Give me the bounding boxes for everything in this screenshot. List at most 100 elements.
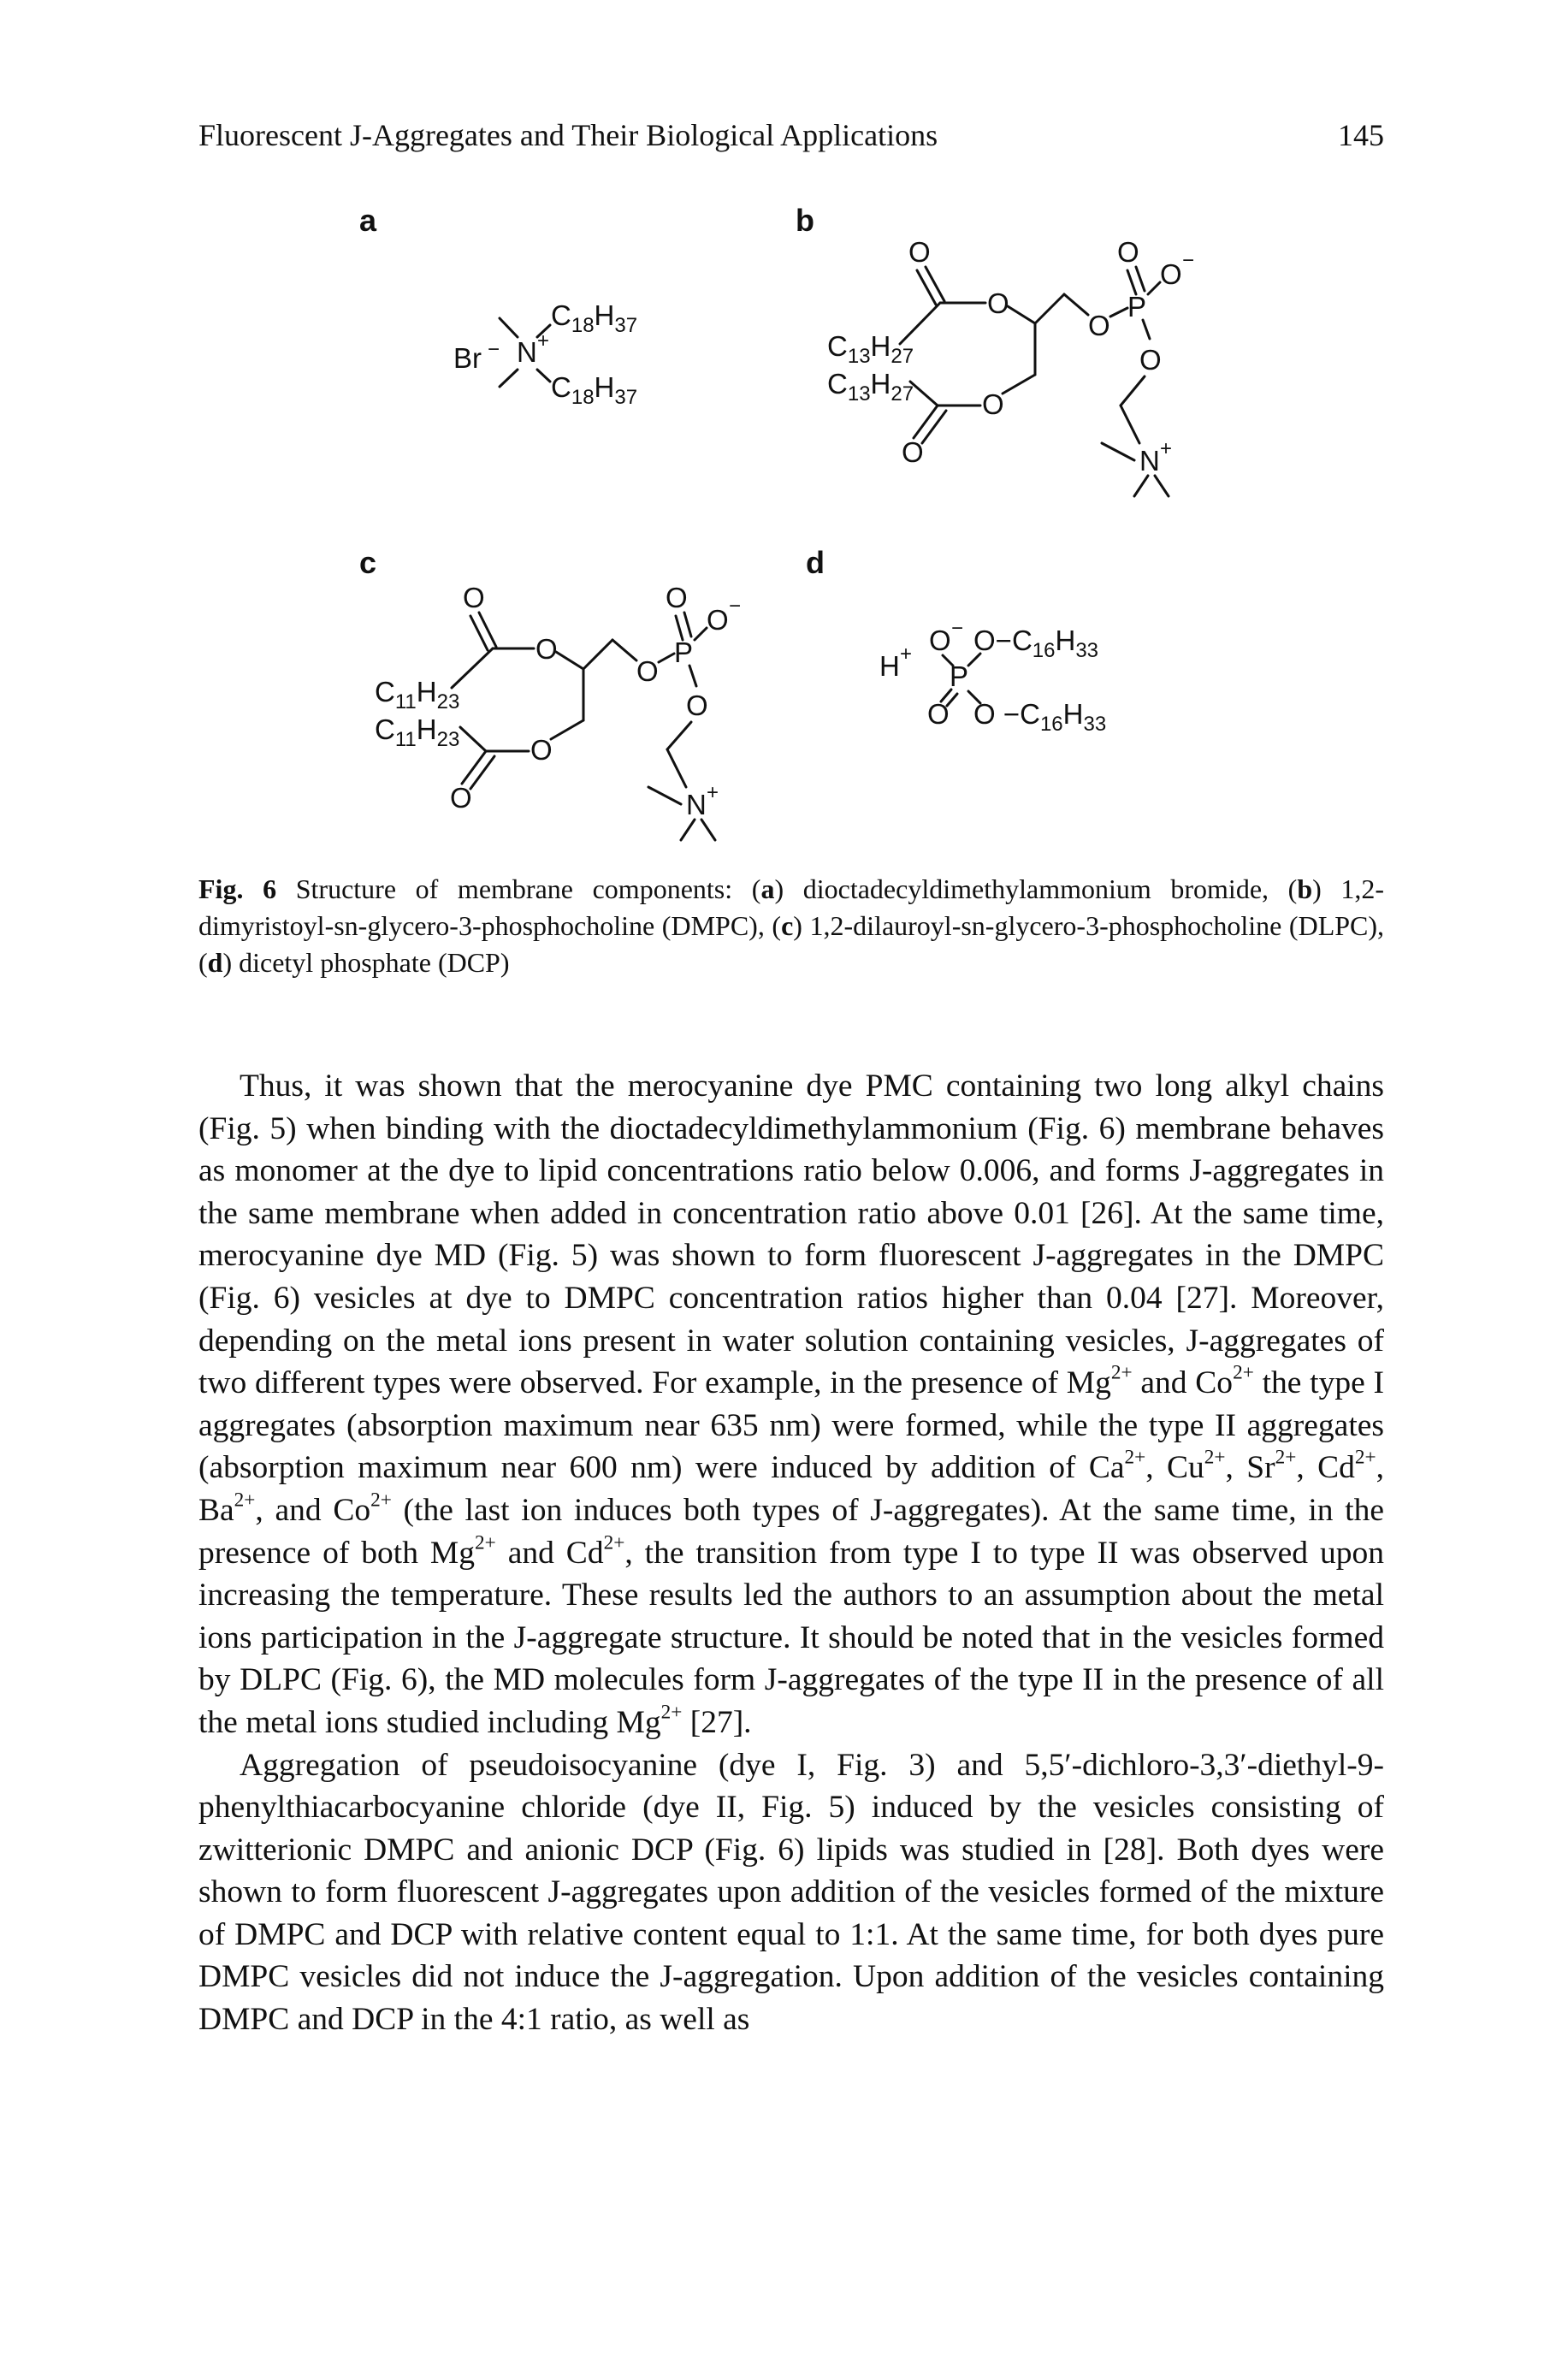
bond	[939, 688, 953, 703]
panel-label-d: d	[806, 545, 825, 580]
charge-plus: +	[1160, 437, 1172, 460]
chain-top-c: C11H23	[375, 676, 459, 713]
bond	[679, 818, 696, 842]
bond	[1109, 306, 1129, 318]
figure-6-structures: a Br − N + C18H37 C18H37 b O O C13H27 O …	[359, 203, 1194, 842]
caption-label: Fig. 6	[198, 873, 277, 904]
bond	[498, 368, 519, 388]
atom-o: O	[463, 582, 485, 613]
hydrogen-charge: +	[900, 642, 912, 666]
bond	[967, 652, 982, 667]
atom-o: O	[1139, 344, 1162, 376]
caption-key: d	[207, 947, 223, 978]
bond	[666, 748, 688, 789]
bond	[898, 301, 942, 346]
paragraph: Aggregation of pseudoisocyanine (dye I, …	[198, 1747, 1384, 2038]
caption-item: dioctadecyldimethylammonium bromide,	[802, 873, 1269, 904]
ammonium-charge: +	[537, 329, 549, 352]
bond	[945, 692, 959, 707]
structure-d-dcp: H + O − P O O−C16H33 O −C16H33	[879, 617, 1106, 736]
bond	[1001, 373, 1037, 395]
charge-minus: −	[729, 595, 741, 618]
page-number: 145	[1338, 118, 1384, 152]
chain-bottom-a: C18H37	[551, 371, 637, 409]
atom-o: O	[927, 698, 950, 730]
bond	[683, 611, 693, 638]
caption-key: c	[781, 910, 794, 941]
bond	[647, 785, 683, 806]
caption-key: b	[1297, 873, 1313, 904]
bond	[1146, 281, 1162, 296]
atom-p: P	[674, 636, 693, 668]
chain-top-b: C13H27	[827, 330, 914, 368]
bond	[1100, 441, 1136, 462]
charge-minus: −	[951, 617, 963, 640]
bond	[967, 690, 982, 705]
atom-o: O	[929, 625, 951, 656]
atom-o: O	[535, 633, 558, 665]
bond	[912, 404, 939, 440]
bond	[477, 611, 498, 648]
charge-plus: +	[707, 781, 719, 804]
bond	[535, 368, 552, 383]
atom-o: O	[686, 690, 708, 721]
chain-bottom-d: O −C16H33	[973, 698, 1106, 736]
atom-o: O	[1117, 236, 1139, 268]
bond	[657, 652, 676, 664]
chain-bottom-b: C13H27	[827, 368, 914, 406]
panel-label-c: c	[359, 545, 376, 580]
bond	[920, 409, 948, 445]
atom-o: O	[902, 436, 924, 468]
figure-6: a Br − N + C18H37 C18H37 b O O C13H27 O …	[198, 188, 1384, 855]
bromide-ion: Br	[453, 342, 482, 374]
bond	[1133, 474, 1150, 498]
panel-label-a: a	[359, 203, 377, 238]
running-title: Fluorescent J-Aggregates and Their Biolo…	[198, 118, 938, 152]
chain-top-a: C18H37	[551, 299, 637, 337]
bond	[549, 719, 585, 741]
charge-minus: −	[1182, 249, 1194, 272]
bond	[1134, 265, 1146, 293]
bond	[1153, 474, 1170, 498]
atom-o: O	[1088, 310, 1110, 341]
atom-o: O	[908, 236, 931, 268]
atom-o: O	[530, 734, 553, 766]
structure-a-ddab: Br − N + C18H37 C18H37	[453, 299, 637, 409]
running-header: Fluorescent J-Aggregates and Their Biolo…	[198, 116, 1384, 154]
bond	[915, 269, 938, 306]
bond	[469, 755, 496, 790]
caption-item: 1,2-dilauroyl-sn-glycero-3-phosphocholin…	[809, 910, 1385, 941]
bond	[924, 265, 946, 303]
bond	[688, 664, 698, 688]
atom-o: O	[666, 582, 688, 613]
bond	[1062, 293, 1090, 317]
panel-label-b: b	[796, 203, 814, 238]
atom-o: O	[987, 287, 1009, 319]
ammonium-nitrogen: N	[517, 336, 537, 368]
bond	[1126, 269, 1138, 296]
paragraph: Thus, it was shown that the merocyanine …	[198, 1069, 1384, 1740]
bond	[693, 626, 708, 642]
bond	[459, 725, 488, 753]
caption-item: 1,2-dimyristoyl-sn-glycero-3-phosphochol…	[198, 873, 1385, 941]
atom-o: O	[707, 604, 729, 636]
bromide-charge: −	[488, 338, 500, 361]
atom-n: N	[1139, 445, 1160, 477]
bond	[1119, 404, 1141, 445]
hydrogen-ion: H	[879, 650, 900, 682]
bond	[1119, 375, 1146, 407]
bond	[498, 317, 519, 339]
atom-o: O	[982, 388, 1004, 420]
atom-o: O	[1160, 258, 1182, 290]
bond	[582, 638, 614, 671]
bond	[1033, 293, 1066, 325]
bond	[666, 720, 693, 751]
caption-item: dicetyl phosphate (DCP)	[239, 947, 510, 978]
bond	[460, 749, 488, 785]
figure-caption: Fig. 6 Structure of membrane components:…	[198, 873, 1385, 978]
bond	[674, 614, 684, 642]
bond	[700, 818, 717, 842]
bond	[941, 654, 955, 667]
atom-o: O	[450, 782, 472, 814]
atom-p: P	[950, 660, 968, 692]
